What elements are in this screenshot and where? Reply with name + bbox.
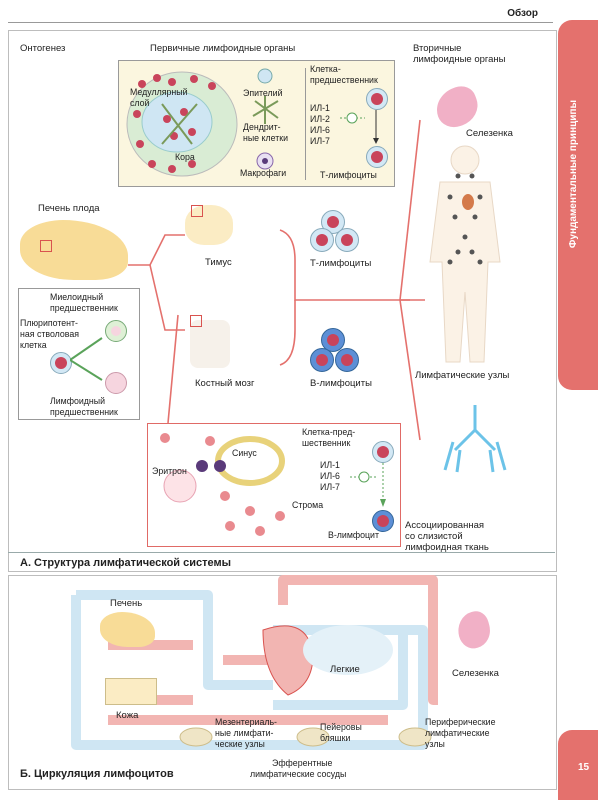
circ-lungs-label: Легкие bbox=[330, 664, 360, 675]
b-cell-3 bbox=[335, 348, 359, 372]
peyer-label-2: бляшки bbox=[320, 733, 351, 743]
erythron-label: Эритрон bbox=[152, 466, 187, 476]
peripheral-label-2: лимфатические bbox=[425, 728, 490, 738]
thymus-marker bbox=[191, 205, 203, 217]
lymphoid-cell bbox=[105, 372, 127, 394]
precursor-arrows bbox=[70, 337, 103, 381]
marrow-precursor-label-1: Клетка-пред- bbox=[302, 427, 356, 437]
t-cell-3 bbox=[335, 228, 359, 252]
fetal-liver-marker bbox=[40, 240, 52, 252]
circulation-diagram bbox=[71, 575, 438, 750]
thymus-label: Тимус bbox=[205, 257, 232, 268]
thymus-il1: ИЛ-1 bbox=[310, 103, 330, 113]
mesenteric-label-2: ные лимфати- bbox=[215, 728, 274, 738]
marrow-il1: ИЛ-1 bbox=[320, 460, 340, 470]
lymph-nodes-label: Лимфатические узлы bbox=[415, 370, 510, 381]
marrow-precursor-label-2: шественник bbox=[302, 438, 351, 448]
side-tab-label: Фундаментальные принципы bbox=[568, 100, 579, 249]
mesenteric-label-3: ческие узлы bbox=[215, 739, 265, 749]
circ-liver-label: Печень bbox=[110, 598, 143, 609]
stroma-label: Строма bbox=[292, 500, 324, 510]
malt-label-3: лимфоидная ткань bbox=[405, 542, 489, 553]
bone-marrow-label: Костный мозг bbox=[195, 378, 255, 389]
thymus-il6: ИЛ-6 bbox=[310, 125, 330, 135]
sinus-label: Синус bbox=[232, 448, 257, 458]
medulla-label-2: слой bbox=[130, 98, 150, 108]
myeloid-label-1: Миелоидный bbox=[50, 292, 104, 302]
thymus-precursor-label-2: предшественник bbox=[310, 75, 378, 85]
marrow-tissue-illustration bbox=[160, 433, 285, 536]
marrow-b-cell-label: В-лимфоцит bbox=[328, 530, 380, 540]
circ-skin-label: Кожа bbox=[116, 710, 139, 721]
thymus-plus-arrow bbox=[340, 110, 379, 144]
marrow-plus-arrow bbox=[350, 463, 386, 507]
pluripotent-cell bbox=[50, 352, 72, 374]
marrow-b-cell bbox=[372, 510, 394, 532]
figure-a-title: А. Структура лимфатической системы bbox=[20, 557, 232, 569]
dendritic-label-2: ные клетки bbox=[243, 133, 288, 143]
marrow-precursor-cell bbox=[372, 441, 394, 463]
macrophages-label: Макрофаги bbox=[240, 168, 287, 178]
peripheral-label-3: узлы bbox=[425, 739, 445, 749]
lymphoid-label-1: Лимфоидный bbox=[50, 396, 106, 406]
pluripotent-label-1: Плюрипотент- bbox=[20, 318, 78, 328]
fetal-liver-label: Печень плода bbox=[38, 203, 100, 214]
lungs-illustration bbox=[443, 405, 507, 473]
lymphoid-label-2: предшественник bbox=[50, 407, 118, 417]
marrow-il6: ИЛ-6 bbox=[320, 471, 340, 481]
t-lymphocytes-label: Т-лимфоциты bbox=[310, 258, 372, 269]
thymus-shape bbox=[185, 205, 233, 245]
page-tab bbox=[558, 730, 598, 800]
thymus-t-cell bbox=[366, 146, 388, 168]
thymus-precursor-label-1: Клетка- bbox=[310, 64, 341, 74]
thymus-tissue-illustration bbox=[126, 71, 238, 177]
efferent-label-1: Эфферентные bbox=[272, 758, 333, 768]
primary-organs-label: Первичные лимфоидные органы bbox=[150, 43, 296, 54]
thymus-inset-divider bbox=[305, 68, 306, 180]
thymus-cells-illustration bbox=[252, 68, 279, 170]
section-header: Обзор bbox=[507, 8, 538, 19]
circ-skin-shape bbox=[105, 678, 157, 705]
bone-marrow-marker bbox=[190, 315, 202, 327]
cortex-label: Кора bbox=[175, 152, 195, 162]
thymus-t-cells-label: Т-лимфоциты bbox=[320, 170, 377, 180]
thymus-precursor-cell bbox=[366, 88, 388, 110]
thymus-il2: ИЛ-2 bbox=[310, 114, 330, 124]
efferent-label-2: лимфатические сосуды bbox=[250, 769, 347, 779]
flow-arrows bbox=[128, 119, 425, 441]
secondary-organs-line2: лимфоидные органы bbox=[413, 54, 506, 65]
bone-marrow-shape bbox=[190, 320, 230, 368]
ontogenesis-label: Онтогенез bbox=[20, 43, 66, 54]
epithelium-label: Эпителий bbox=[243, 88, 283, 98]
circ-liver-shape bbox=[100, 612, 155, 647]
b-cell-2 bbox=[310, 348, 334, 372]
header-rule bbox=[8, 22, 553, 23]
medulla-label-1: Медуллярный bbox=[130, 87, 188, 97]
marrow-il7: ИЛ-7 bbox=[320, 482, 340, 492]
malt-label-1: Ассоциированная bbox=[405, 520, 484, 531]
t-cell-2 bbox=[310, 228, 334, 252]
peripheral-label-1: Периферические bbox=[425, 717, 496, 727]
dendritic-label-1: Дендрит- bbox=[243, 122, 281, 132]
secondary-organs-line1: Вторичные bbox=[413, 43, 462, 54]
myeloid-cell bbox=[105, 320, 127, 342]
peyer-label-1: Пейеровы bbox=[320, 722, 362, 732]
figure-a-title-rule bbox=[8, 552, 555, 553]
pluripotent-label-3: клетка bbox=[20, 340, 47, 350]
page-number: 15 bbox=[578, 762, 590, 773]
malt-label-2: со слизистой bbox=[405, 531, 463, 542]
figure-b-title: Б. Циркуляция лимфоцитов bbox=[20, 768, 174, 780]
b-lymphocytes-label: В-лимфоциты bbox=[310, 378, 372, 389]
thymus-il7: ИЛ-7 bbox=[310, 136, 330, 146]
body-silhouette-illustration bbox=[429, 145, 501, 363]
mesenteric-label-1: Мезентериаль- bbox=[215, 717, 277, 727]
myeloid-label-2: предшественник bbox=[50, 303, 118, 313]
spleen-label-a: Селезенка bbox=[466, 128, 513, 139]
pluripotent-label-2: ная стволовая bbox=[20, 329, 80, 339]
side-tab: Фундаментальные принципы bbox=[558, 20, 598, 390]
circ-spleen-label: Селезенка bbox=[452, 668, 499, 679]
